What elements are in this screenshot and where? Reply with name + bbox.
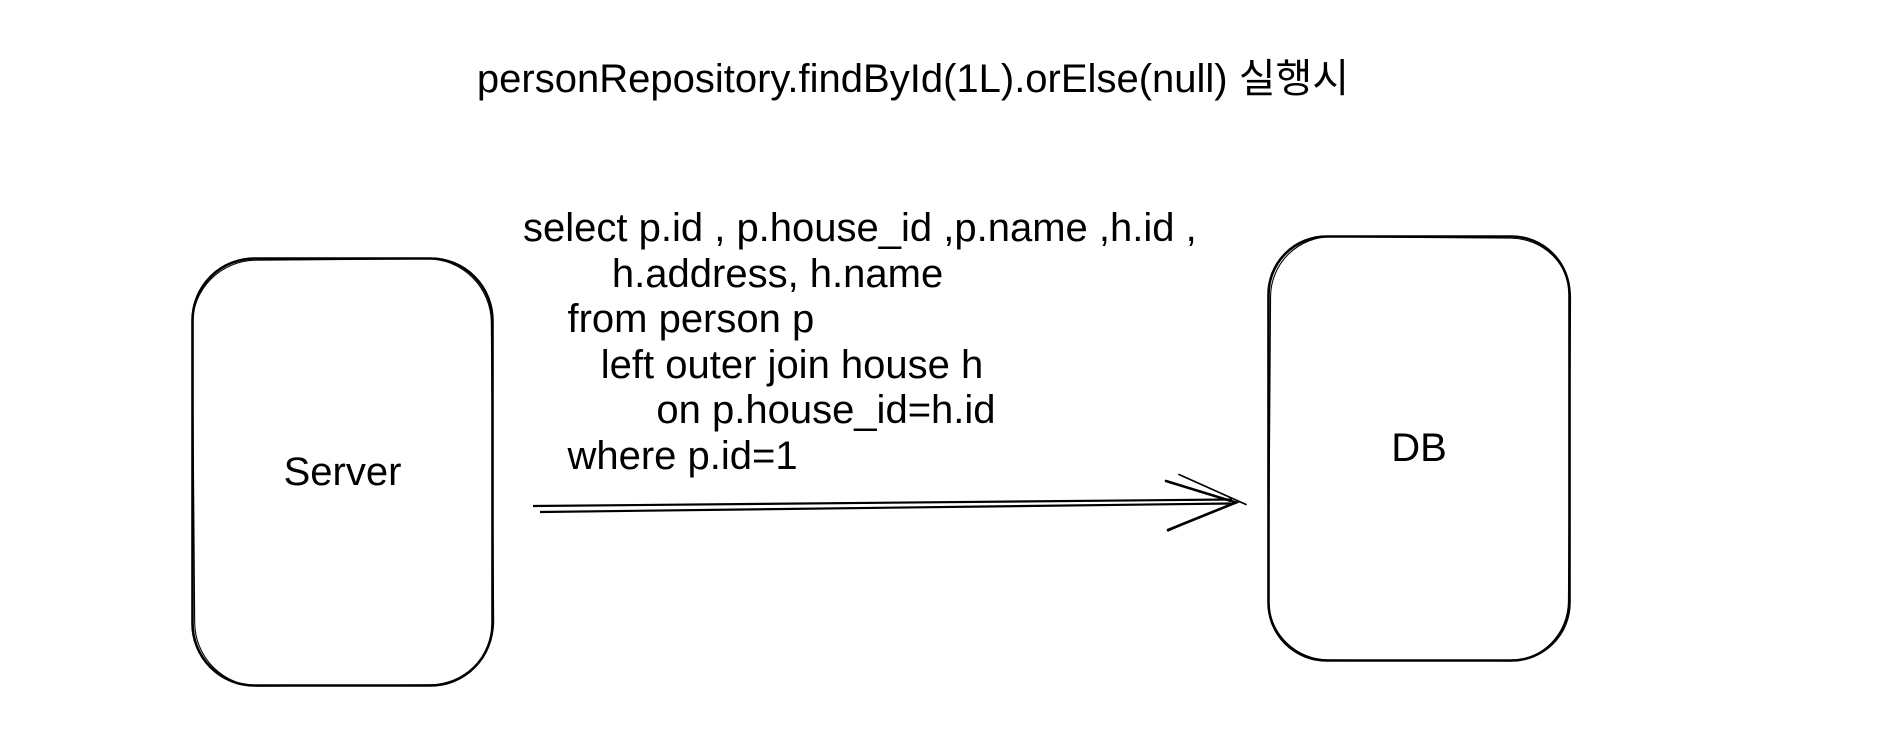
sql-line-columns: h.address, h.name — [523, 251, 944, 296]
sql-line-where: where p.id=1 — [523, 433, 798, 478]
server-to-db-arrow — [532, 473, 1247, 532]
sql-line-from: from person p — [523, 297, 815, 341]
arrowhead-echo-bottom — [1167, 515, 1203, 532]
sql-query-text: select p.id , p.house_id ,p.name ,h.id ,… — [523, 206, 1197, 479]
arrow-line-upper — [532, 498, 1233, 508]
server-node: Server — [191, 257, 494, 687]
server-label: Server — [283, 449, 402, 494]
db-label: DB — [1391, 426, 1447, 470]
sql-line-join: left outer join house h — [523, 342, 984, 387]
server-node-shape — [191, 257, 495, 687]
db-node-shape — [1267, 235, 1572, 662]
arrowhead-echo-top — [1178, 473, 1247, 506]
diagram-title: personRepository.findById(1L).orElse(nul… — [476, 57, 1350, 101]
sql-line-on: on p.house_id=h.id — [523, 388, 996, 432]
arrow-line-lower — [539, 502, 1232, 514]
sql-line-select: select p.id , p.house_id ,p.name ,h.id , — [523, 206, 1197, 250]
arrowhead — [1164, 479, 1240, 532]
db-node: DB — [1267, 235, 1571, 662]
